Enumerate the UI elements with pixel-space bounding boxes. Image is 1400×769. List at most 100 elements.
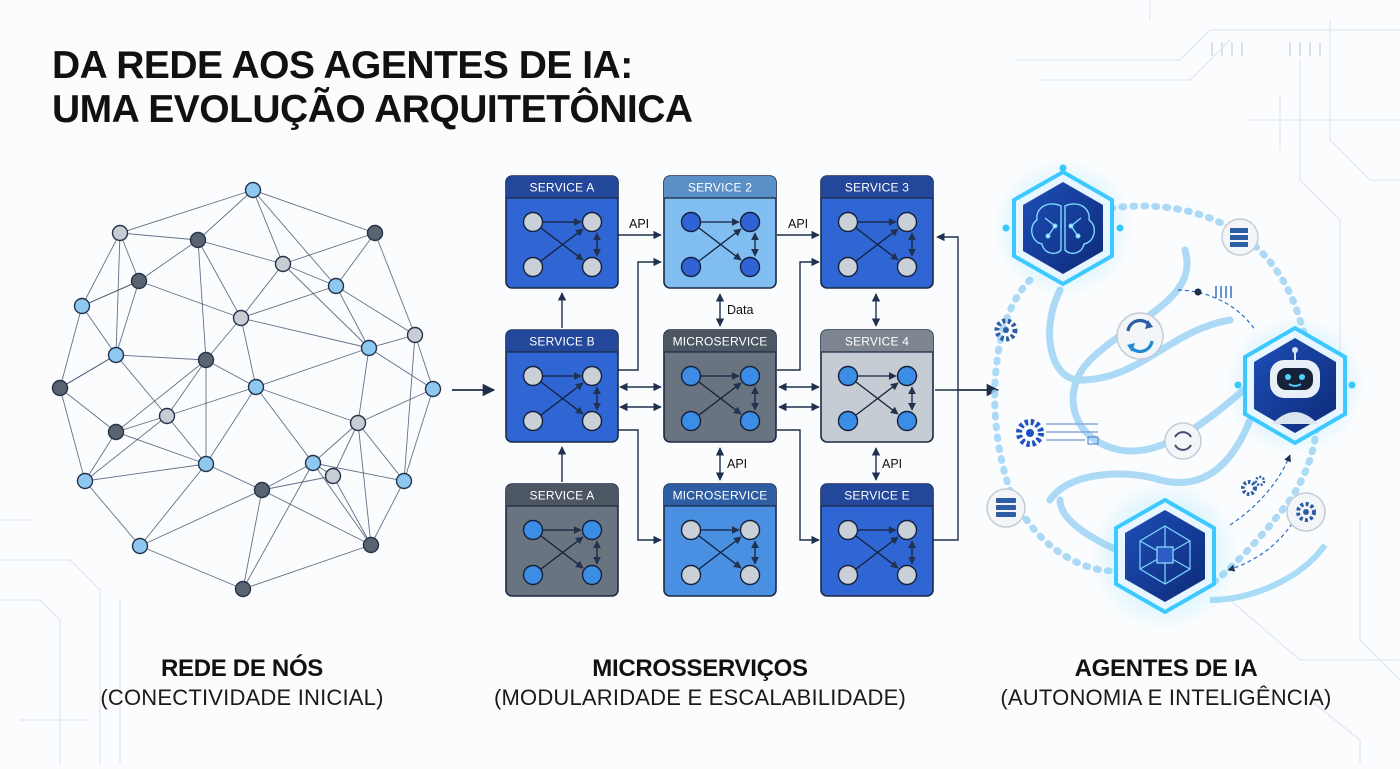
- mesh-edge: [261, 489, 372, 546]
- mesh-node: [327, 277, 345, 295]
- api-label-bottom-right: API: [882, 457, 902, 471]
- microservice-connections: [557, 230, 959, 545]
- mesh-edge: [240, 317, 370, 349]
- mesh-node: [73, 297, 91, 315]
- brain-icon: [1031, 203, 1095, 255]
- mesh-edge: [312, 462, 405, 482]
- service-node: [680, 410, 702, 432]
- mesh-edge: [205, 386, 257, 465]
- service-node: [680, 365, 702, 387]
- mesh-edge: [119, 232, 140, 282]
- mesh-edge: [166, 386, 257, 417]
- mesh-edge: [403, 334, 416, 482]
- mesh-edge: [59, 387, 117, 433]
- api-label-bottom-center: API: [727, 457, 747, 471]
- service-label: SERVICE B: [529, 335, 595, 349]
- main-title: DA REDE AOS AGENTES DE IA: UMA EVOLUÇÃO …: [52, 44, 693, 132]
- mesh-node: [395, 472, 413, 490]
- mesh-edge: [240, 317, 257, 388]
- mesh-node: [234, 580, 252, 598]
- service-node: [522, 564, 544, 586]
- service-box-microservice-bottom: MICROSERVICE: [663, 483, 777, 597]
- mesh-edge: [255, 386, 314, 464]
- service-node: [739, 256, 761, 278]
- mesh-edge: [252, 189, 284, 265]
- mesh-edge: [357, 422, 405, 482]
- mesh-edge: [282, 263, 370, 349]
- mesh-node: [324, 467, 342, 485]
- mesh-node: [247, 378, 265, 396]
- caption-microservices: MICROSSERVIÇOS (MODULARIDADE E ESCALABIL…: [490, 654, 910, 712]
- mesh-edge: [255, 347, 370, 388]
- service-node: [522, 256, 544, 278]
- mesh-edge: [261, 475, 334, 491]
- service-label: MICROSERVICE: [673, 489, 768, 503]
- sync-icon: [1116, 312, 1164, 360]
- mesh-edge: [240, 263, 284, 319]
- mesh-edge: [197, 239, 207, 361]
- caption-microservices-subtitle: (MODULARIDADE E ESCALABILIDADE): [493, 685, 907, 710]
- mesh-edge: [368, 347, 434, 390]
- service-node: [896, 564, 918, 586]
- mesh-node: [362, 536, 380, 554]
- service-label: MICROSERVICE: [673, 335, 768, 349]
- mesh-node: [406, 326, 424, 344]
- mesh-node: [244, 181, 262, 199]
- mesh-node: [76, 472, 94, 490]
- mesh-edge: [335, 285, 416, 336]
- background-tick-marks: [1211, 42, 1321, 56]
- mesh-edge: [115, 415, 168, 433]
- service-node: [581, 365, 603, 387]
- brain-agent-node: [993, 158, 1133, 298]
- mesh-edge: [139, 463, 207, 547]
- mesh-edge: [335, 232, 376, 287]
- service-node: [837, 365, 859, 387]
- service-node: [837, 564, 859, 586]
- mesh-edge: [115, 354, 207, 361]
- mesh-edge: [261, 462, 314, 491]
- service-node: [581, 256, 603, 278]
- service-node: [522, 211, 544, 233]
- mesh-edge: [84, 431, 117, 482]
- service-label: SERVICE A: [530, 489, 595, 503]
- service-box-svc-2: SERVICE 2: [663, 175, 777, 289]
- mesh-edge: [81, 232, 121, 307]
- caption-mesh: REDE DE NÓS (CONECTIVIDADE INICIAL): [32, 654, 452, 712]
- service-node: [522, 519, 544, 541]
- mesh-edge: [414, 334, 434, 390]
- mesh-edge: [115, 359, 207, 433]
- robot-icon: [1270, 347, 1320, 424]
- mesh-node: [130, 272, 148, 290]
- mesh-edge: [242, 489, 263, 590]
- mesh-edge: [138, 280, 242, 319]
- mesh-edge: [115, 431, 207, 465]
- data-label: Data: [727, 303, 753, 317]
- api-label-top-right: API: [788, 217, 808, 231]
- gear-icon-floating: [994, 318, 1018, 342]
- caption-mesh-title: REDE DE NÓS: [160, 655, 324, 682]
- caption-microservices-title: MICROSSERVIÇOS: [592, 655, 808, 682]
- mesh-node: [360, 339, 378, 357]
- mesh-node: [189, 231, 207, 249]
- mesh-edge: [357, 347, 370, 424]
- service-node: [581, 410, 603, 432]
- mesh-edge: [115, 354, 168, 417]
- mesh-node: [274, 255, 292, 273]
- mesh-edge: [255, 386, 359, 424]
- sync-icon-small: [1164, 422, 1202, 460]
- gear-icon: [1286, 492, 1326, 532]
- service-node: [739, 410, 761, 432]
- mesh-edge: [139, 489, 263, 547]
- mesh-edge: [357, 422, 372, 546]
- caption-agents: AGENTES DE IA (AUTONOMIA E INTELIGÊNCIA): [956, 654, 1376, 712]
- service-node: [680, 519, 702, 541]
- caption-mesh-subtitle: (CONECTIVIDADE INICIAL): [100, 685, 384, 710]
- mesh-node: [366, 224, 384, 242]
- mesh-edge: [138, 239, 199, 282]
- mesh-node: [304, 454, 322, 472]
- service-node: [896, 211, 918, 233]
- service-node: [896, 256, 918, 278]
- ai-agents-cluster: [986, 158, 1365, 630]
